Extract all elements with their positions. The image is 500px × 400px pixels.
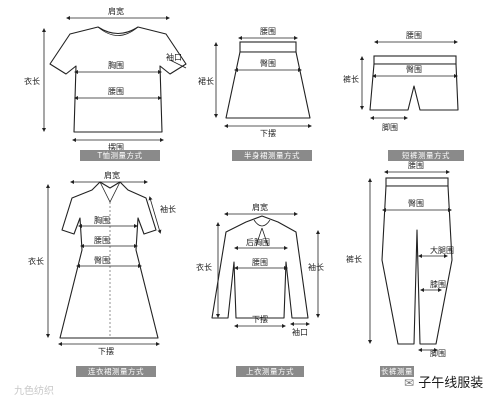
tshirt-waist-label: 腰围 (108, 87, 124, 96)
shorts-hip-label: 臀围 (406, 65, 422, 74)
dress-length-label: 衣长 (28, 256, 44, 266)
shorts-caption: 短裤测量方式 (388, 150, 464, 161)
wechat-icon: ✉ (404, 376, 415, 390)
blouse-length-label: 衣长 (196, 262, 212, 272)
skirt-hip-label: 臀围 (260, 59, 276, 68)
trousers-waistband (385, 177, 449, 187)
blouse-waist-label: 腰围 (252, 258, 268, 267)
trousers-diagram: 腰围 臀围 大腿围 膝围 脚围 裤长 (346, 161, 454, 358)
watermark-right: ✉ 子午线服装 (404, 372, 483, 391)
blouse-diagram: 肩宽 后胸围 腰围 下摆 衣长 袖长 袖口 (196, 202, 324, 337)
shorts-waistband (373, 55, 457, 65)
blouse-caption: 上衣测量方式 (236, 366, 304, 377)
dress-sleeve-label: 袖长 (160, 204, 176, 214)
skirt-diagram: 腰围 臀围 下摆 裙长 (198, 27, 312, 138)
trousers-outline (381, 185, 453, 345)
tshirt-diagram: 肩宽 胸围 腰围 摆围 衣长 袖口 (24, 6, 187, 152)
dress-hem-label: 下摆 (98, 346, 114, 356)
tshirt-chest-label: 胸围 (108, 60, 124, 70)
blouse-hem-label: 下摆 (252, 314, 268, 324)
dress-waist-label: 腰围 (94, 236, 110, 245)
blouse-outline (211, 215, 309, 319)
skirt-waistband (239, 41, 297, 53)
blouse-cuff-label: 袖口 (292, 327, 308, 337)
skirt-caption: 半身裙测量方式 (232, 150, 312, 161)
blouse-sleeve-label: 袖长 (308, 262, 324, 272)
shorts-length-label: 裤长 (343, 74, 359, 84)
trousers-knee-label: 膝围 (430, 279, 446, 289)
blouse-shoulder-label: 肩宽 (252, 202, 268, 212)
tshirt-outline (49, 26, 187, 133)
shorts-leg-label: 脚围 (382, 122, 398, 132)
blouse-back-chest-label: 后胸围 (246, 237, 270, 247)
skirt-length-label: 裙长 (198, 76, 214, 86)
trousers-waist-label: 腰围 (408, 161, 424, 170)
tshirt-length-label: 衣长 (24, 76, 40, 86)
watermark-right-text: 子午线服装 (418, 376, 484, 391)
tshirt-cuff-label: 袖口 (166, 52, 182, 62)
dress-hip-label: 臀围 (94, 256, 110, 265)
dress-shoulder-label: 肩宽 (104, 170, 120, 180)
skirt-hem-label: 下摆 (260, 128, 276, 138)
trousers-caption: 长裤测量方式 (380, 366, 414, 387)
trousers-leg-label: 脚围 (430, 348, 446, 358)
trousers-length-label: 裤长 (346, 254, 362, 264)
dress-chest-label: 胸围 (94, 215, 110, 225)
watermark-left: 九色纺织 (14, 382, 54, 397)
trousers-thigh-label: 大腿围 (430, 245, 454, 255)
skirt-waist-label: 腰围 (260, 27, 276, 36)
tshirt-shoulder-label: 肩宽 (108, 6, 124, 16)
dress-diagram: 肩宽 胸围 腰围 臀围 下摆 衣长 袖长 (28, 170, 176, 356)
trousers-hip-label: 臀围 (408, 199, 424, 208)
shorts-waist-label: 腰围 (406, 31, 422, 40)
watermark-left-text: 九色纺织 (14, 386, 54, 397)
tshirt-hem-label: 摆围 (108, 142, 124, 152)
shorts-diagram: 腰围 臀围 裤长 脚围 (343, 31, 459, 132)
dress-caption: 连衣裙测量方式 (76, 366, 156, 377)
tshirt-caption: T恤测量方式 (80, 150, 160, 161)
